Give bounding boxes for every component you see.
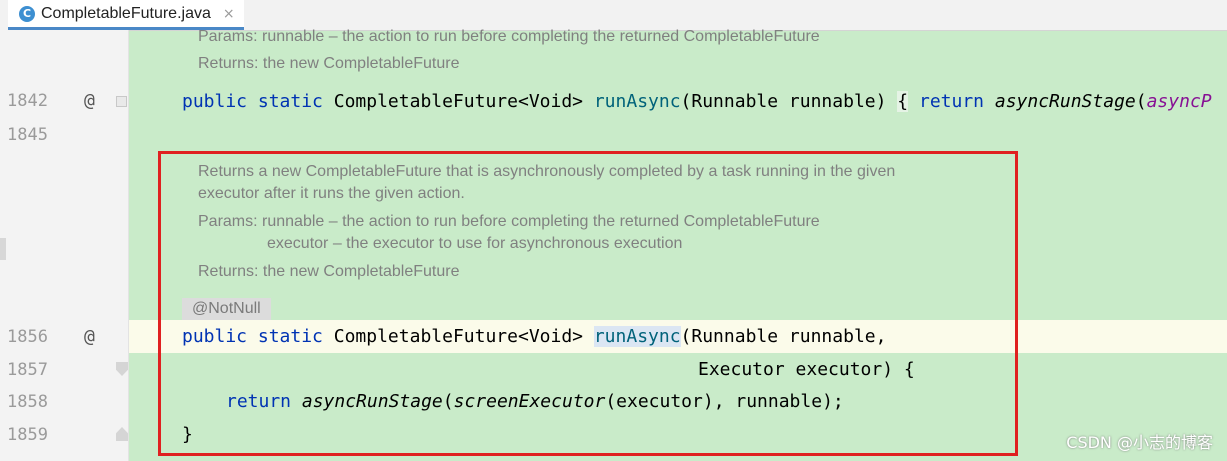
java-class-icon: C [19,5,35,22]
keyword: return [226,391,292,412]
call-name: screenExecutor [453,391,606,412]
keyword: static [257,326,323,347]
field-name: asyncP [1146,91,1212,112]
keyword: static [257,91,323,112]
tab-title: CompletableFuture.java [41,4,211,22]
closing-brace: } [182,424,193,445]
return-type: CompletableFuture<Void> [333,91,583,112]
fold-start-icon[interactable] [116,362,128,376]
parameters: (Runnable runnable) [680,91,887,112]
paren: ( [1135,91,1147,112]
code-line-1856[interactable]: public static CompletableFuture<Void> ru… [182,326,886,347]
tab-completablefuture-java[interactable]: C CompletableFuture.java × [8,0,244,30]
brace: { [897,91,909,112]
call-name: asyncRunStage [301,391,443,412]
call-name: asyncRunStage [994,91,1136,112]
line-number-1859: 1859 [7,425,48,445]
doc-params-runnable: Params: runnable – the action to run bef… [198,213,820,230]
fold-end-icon[interactable] [116,427,128,441]
notnull-annotation: @NotNull [182,298,271,320]
doc-description-line1: Returns a new CompletableFuture that is … [198,163,896,180]
paren: ( [442,391,454,412]
editor-tab-bar: C CompletableFuture.java × [0,0,1227,31]
keyword: public [182,91,248,112]
code-line-1858[interactable]: return asyncRunStage(screenExecutor(exec… [226,391,844,412]
keyword: public [182,326,248,347]
doc-params: Params: runnable – the action to run bef… [198,28,820,45]
code-line-1859[interactable]: } [182,424,193,445]
doc-returns: Returns: the new CompletableFuture [198,263,460,280]
override-marker-icon[interactable]: @ [84,326,95,347]
doc-description-line2: executor after it runs the given action. [198,185,465,202]
code-line-1842[interactable]: public static CompletableFuture<Void> ru… [182,91,1212,112]
method-name: runAsync [593,326,681,347]
fold-marker-icon[interactable] [116,96,127,107]
parameters: Executor executor) { [698,359,915,380]
doc-params-executor: executor – the executor to use for async… [267,235,683,252]
strip-marker [0,238,6,260]
keyword: return [918,91,985,112]
return-type: CompletableFuture<Void> [333,326,583,347]
line-number-gutter [6,30,129,461]
close-icon[interactable]: × [222,5,235,22]
parameters: (Runnable runnable, [680,326,887,347]
line-number-1856: 1856 [7,327,48,347]
arguments: (executor), runnable); [605,391,844,412]
tool-window-strip [0,30,6,461]
method-name: runAsync [593,91,681,112]
line-number-1858: 1858 [7,392,48,412]
doc-returns: Returns: the new CompletableFuture [198,55,460,72]
line-number-1857: 1857 [7,360,48,380]
code-line-1857[interactable]: Executor executor) { [698,359,915,380]
line-number-1842: 1842 [7,91,48,111]
line-number-1845: 1845 [7,125,48,145]
override-marker-icon[interactable]: @ [84,90,95,111]
watermark: CSDN @小志的博客 [1066,433,1213,452]
